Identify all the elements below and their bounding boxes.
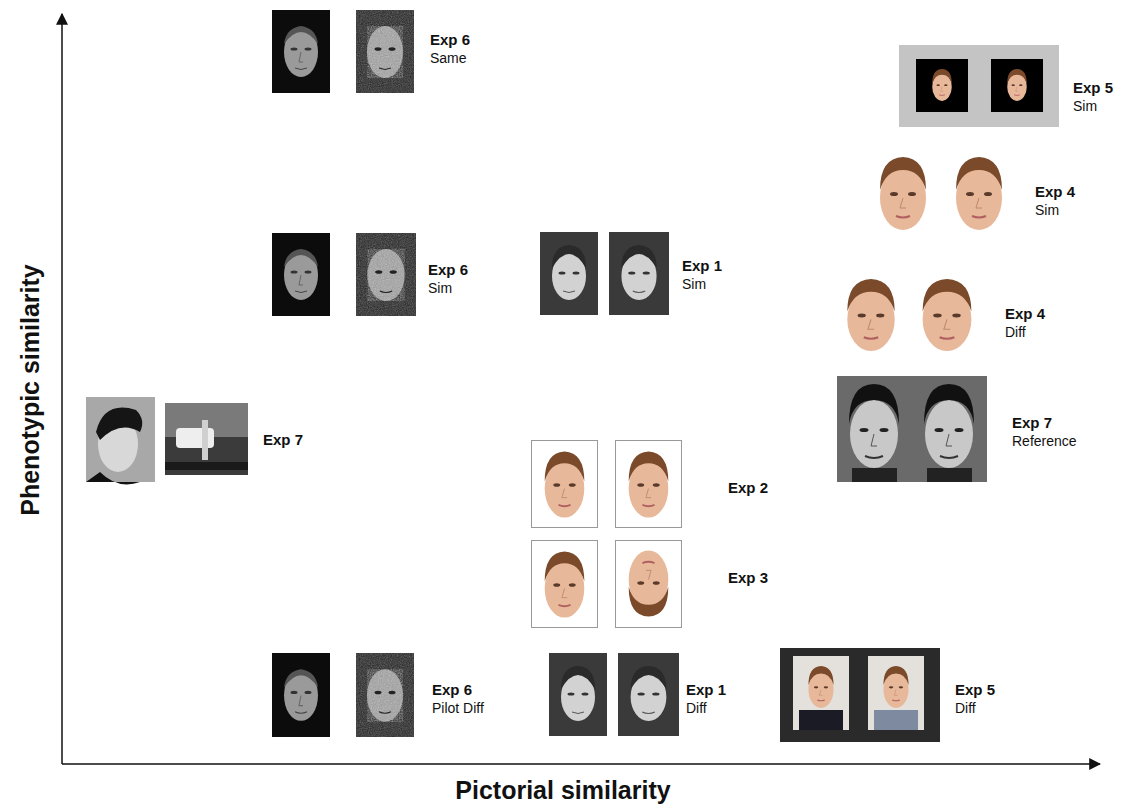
face-image xyxy=(272,233,330,316)
face-image xyxy=(847,279,894,351)
condition-label: Pilot Diff xyxy=(432,700,484,716)
face-image xyxy=(1007,69,1027,101)
experiment-label: Exp 4 xyxy=(1035,183,1075,200)
face-image xyxy=(86,397,155,482)
condition-label: Diff xyxy=(1005,324,1026,340)
face-image xyxy=(532,441,598,528)
face-image xyxy=(618,653,679,736)
face-image xyxy=(356,10,414,93)
face-image xyxy=(880,157,926,230)
face-image xyxy=(799,710,843,730)
experiment-label: Exp 5 xyxy=(1073,79,1113,96)
face-image xyxy=(356,233,416,316)
condition-label: Reference xyxy=(1012,433,1077,449)
experiment-label: Exp 4 xyxy=(1005,305,1045,322)
experiment-label: Exp 6 xyxy=(432,681,472,698)
face-image xyxy=(868,656,924,730)
face-image xyxy=(912,376,987,482)
condition-label: Sim xyxy=(682,276,706,292)
face-image xyxy=(272,653,330,737)
image-frame xyxy=(780,648,940,742)
scene-image xyxy=(165,462,248,470)
condition-label: Sim xyxy=(1073,98,1097,114)
face-image xyxy=(956,157,1002,230)
face-image xyxy=(616,541,682,628)
experiment-label: Exp 7 xyxy=(263,431,303,448)
x-axis xyxy=(62,763,1100,765)
face-image xyxy=(549,653,607,736)
face-image xyxy=(808,666,833,708)
axis-title: Phenotypic similarity xyxy=(16,264,45,515)
face-image xyxy=(837,376,912,482)
face-image xyxy=(272,10,330,93)
experiment-label: Exp 6 xyxy=(428,261,468,278)
condition-label: Sim xyxy=(428,280,452,296)
experiment-label: Exp 2 xyxy=(728,479,768,496)
face-image xyxy=(609,232,669,315)
face-image xyxy=(86,472,155,484)
face-image xyxy=(356,653,414,737)
image-frame xyxy=(899,45,1059,127)
face-image xyxy=(923,279,972,351)
face-image xyxy=(96,408,142,440)
face-image xyxy=(793,656,849,730)
face-image xyxy=(991,59,1043,112)
condition-label: Sim xyxy=(1035,202,1059,218)
axis-title: Pictorial similarity xyxy=(455,776,670,805)
condition-label: Diff xyxy=(686,700,707,716)
face-image xyxy=(540,232,598,315)
experiment-label: Exp 1 xyxy=(686,681,726,698)
experiment-label: Exp 7 xyxy=(1012,414,1052,431)
experiment-label: Exp 3 xyxy=(728,569,768,586)
face-image xyxy=(532,541,598,628)
scene-image xyxy=(202,420,208,460)
face-image xyxy=(916,59,968,112)
experiment-label: Exp 5 xyxy=(955,681,995,698)
face-image xyxy=(616,441,682,528)
scene-image xyxy=(165,403,248,475)
experiment-label: Exp 1 xyxy=(682,257,722,274)
face-image xyxy=(932,69,952,101)
condition-label: Same xyxy=(430,50,467,66)
condition-label: Diff xyxy=(955,700,976,716)
experiment-label: Exp 6 xyxy=(430,31,470,48)
face-image xyxy=(874,710,918,730)
scene-image xyxy=(176,428,214,448)
face-image xyxy=(883,666,908,708)
y-axis xyxy=(61,14,63,764)
